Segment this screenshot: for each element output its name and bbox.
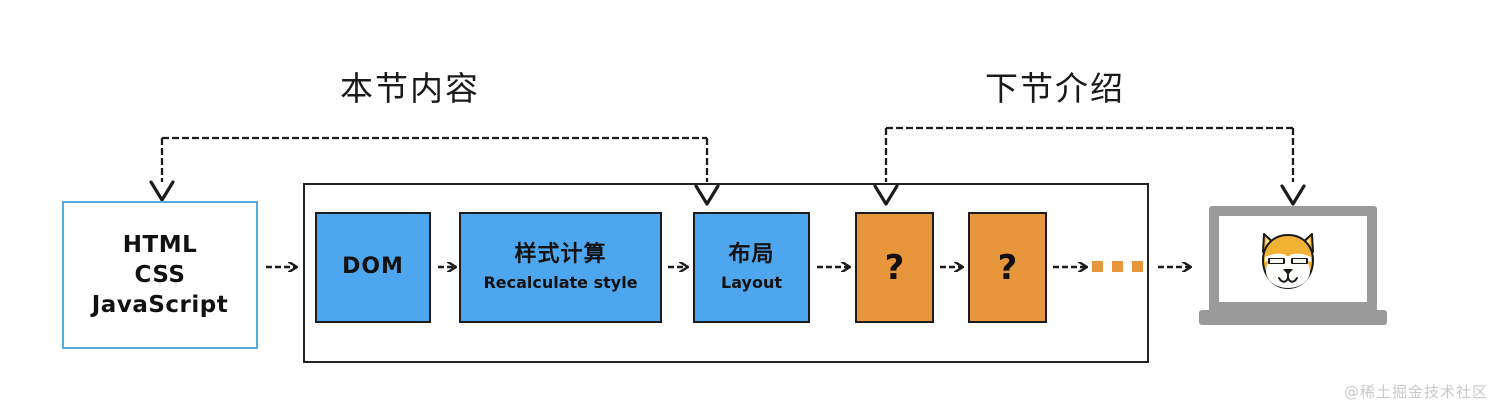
source-line-css: CSS — [134, 261, 186, 288]
bracket-right — [873, 126, 1306, 206]
source-line-html: HTML — [122, 231, 198, 258]
stage-layout-label-en: Layout — [721, 272, 782, 292]
laptop-screen — [1209, 206, 1377, 312]
stage-layout-label-zh: 布局 — [728, 242, 775, 268]
stage-dom: DOM — [315, 212, 431, 323]
laptop-icon — [1199, 206, 1387, 328]
stage-unknown-1-label: ? — [884, 247, 905, 288]
stage-unknown-1: ? — [855, 212, 934, 323]
stage-style-label-en: Recalculate style — [483, 272, 638, 292]
bracket-left — [149, 136, 720, 206]
ellipsis-dot — [1112, 261, 1123, 272]
stage-recalculate-style: 样式计算 Recalculate style — [459, 212, 662, 323]
source-line-javascript: JavaScript — [91, 292, 229, 319]
doge-shiba-inu-icon — [1261, 233, 1315, 290]
stage-dom-label: DOM — [342, 254, 404, 280]
ellipsis-dots — [1092, 261, 1143, 272]
laptop-base — [1199, 310, 1387, 325]
watermark: @稀土掘金技术社区 — [1343, 383, 1488, 401]
caption-next-section: 下节介绍 — [985, 70, 1125, 107]
stage-style-label-zh: 样式计算 — [514, 242, 607, 268]
ellipsis-dot — [1092, 261, 1103, 272]
caption-current-section: 本节内容 — [340, 70, 480, 107]
source-input-box: HTML CSS JavaScript — [62, 201, 258, 349]
ellipsis-dot — [1132, 261, 1143, 272]
stage-unknown-2: ? — [968, 212, 1047, 323]
rendering-pipeline-container — [303, 183, 1149, 363]
stage-unknown-2-label: ? — [997, 247, 1018, 288]
stage-layout: 布局 Layout — [693, 212, 810, 323]
